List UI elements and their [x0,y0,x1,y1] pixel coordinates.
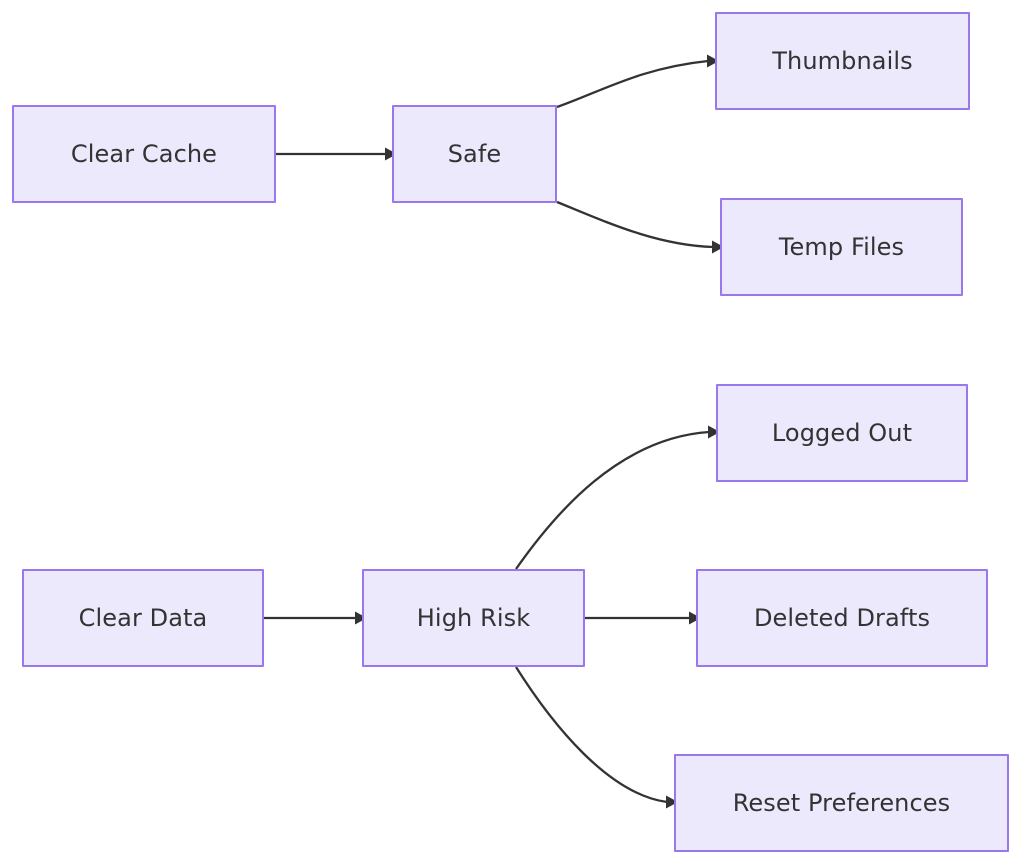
node-label: Logged Out [771,418,913,447]
node-clear-data[interactable]: Clear Data [22,569,264,667]
node-deleted-drafts[interactable]: Deleted Drafts [696,569,988,667]
node-clear-cache[interactable]: Clear Cache [12,105,276,203]
edge-safe-to-temp-files [556,200,724,254]
edge-high-risk-to-logged-out [515,425,720,570]
node-label: Temp Files [778,232,905,261]
node-label: Clear Data [78,603,208,632]
edge-clear-data-to-high-risk [264,611,367,625]
node-label: Deleted Drafts [753,603,931,632]
node-temp-files[interactable]: Temp Files [720,198,963,296]
node-label: Safe [447,139,502,168]
edge-line [556,200,714,249]
edge-high-risk-to-reset-preferences [515,666,678,809]
node-thumbnails[interactable]: Thumbnails [715,12,970,110]
edge-line [556,59,709,109]
edge-clear-cache-to-safe [276,147,397,161]
node-logged-out[interactable]: Logged Out [716,384,968,482]
edge-line [515,666,668,804]
node-label: Clear Cache [70,139,218,168]
node-label: High Risk [416,603,531,632]
node-label: Thumbnails [772,46,913,75]
edge-high-risk-to-deleted-drafts [585,611,701,625]
edge-line [515,430,710,570]
edge-safe-to-thumbnails [556,54,719,109]
node-label: Reset Preferences [732,788,951,817]
node-safe[interactable]: Safe [392,105,557,203]
node-high-risk[interactable]: High Risk [362,569,585,667]
node-reset-preferences[interactable]: Reset Preferences [674,754,1009,852]
